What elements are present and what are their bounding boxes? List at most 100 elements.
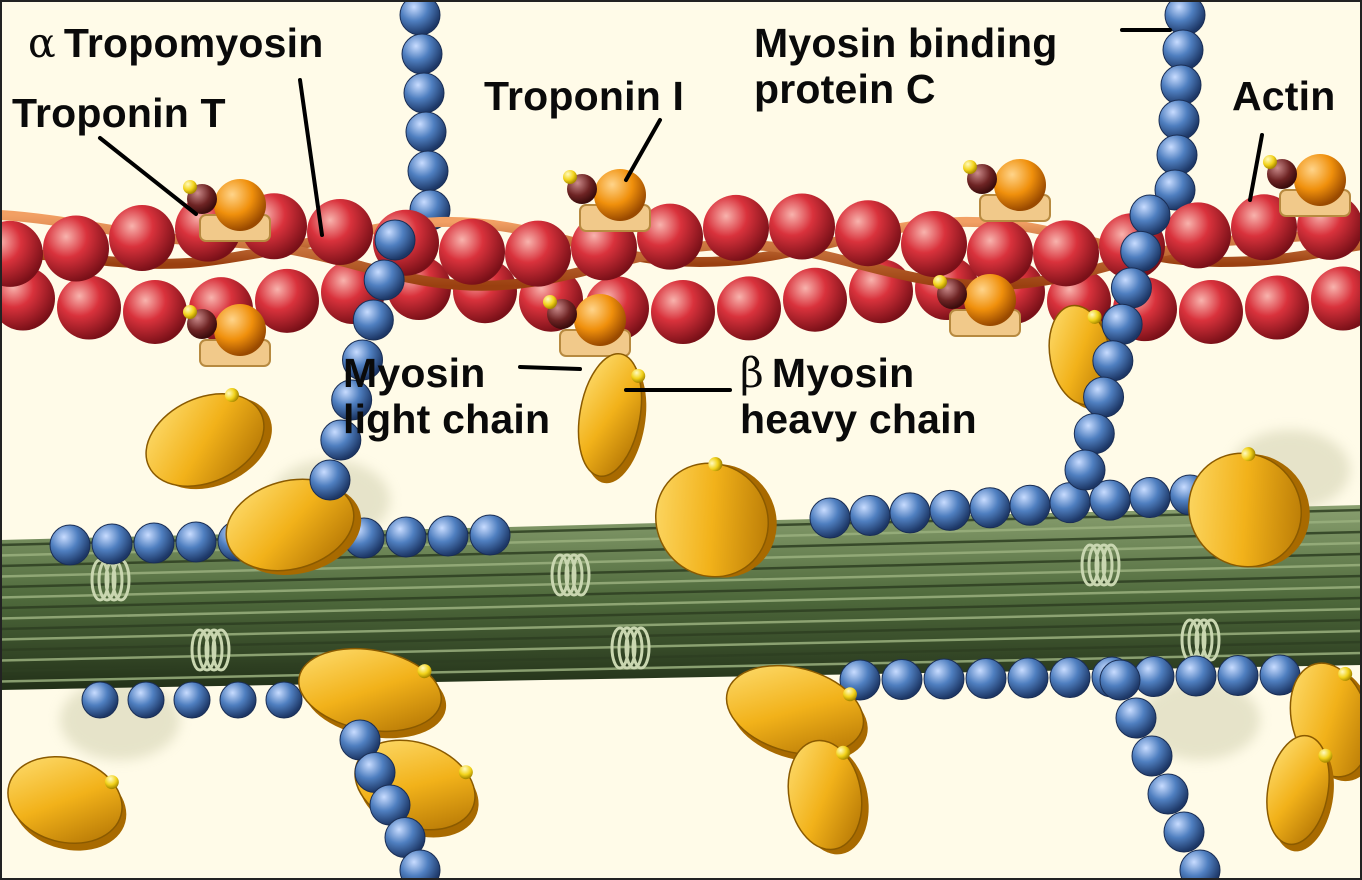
myosin-tail-coil: [557, 553, 577, 597]
mybpc-bead: [1129, 477, 1171, 519]
calcium-dot: [1263, 155, 1277, 169]
mybpc-bead: [399, 849, 441, 880]
mybpc-bead: [1007, 657, 1049, 699]
mybpc-bead: [374, 219, 416, 261]
myosin-head-front: [1266, 734, 1330, 846]
actin-monomer: [1245, 275, 1309, 340]
mybpc-bead: [1154, 169, 1196, 211]
light-chain-dot: [631, 368, 646, 383]
mybpc-bead: [1175, 655, 1217, 697]
light-chain-dot: [842, 687, 857, 702]
mybpc-bead: [331, 379, 373, 421]
myosin-head-front: [654, 462, 770, 578]
myosin-tail-coil: [624, 626, 644, 670]
myosin-head: [787, 739, 869, 855]
mybpc-bead: [401, 33, 443, 75]
thick-filament-strand: [0, 651, 1362, 683]
label-myosin-binding-protein-c: Myosin binding protein C: [754, 20, 1058, 112]
mybpc-vertical-chains-back: [399, 0, 1206, 231]
troponin-i-sphere: [214, 179, 266, 231]
mybpc-bead: [1120, 230, 1162, 272]
myosin-tail-coil: [610, 626, 630, 670]
mybpc-bead: [1162, 29, 1204, 71]
actin-monomer: [835, 200, 901, 267]
thick-filament-strand: [0, 585, 1362, 620]
mybpc-bead: [965, 658, 1007, 699]
actin-monomer: [505, 220, 571, 287]
thick-filament-strand: [0, 563, 1362, 599]
mybpc-bead: [1009, 484, 1051, 526]
myosin-head-front: [725, 664, 865, 756]
mybpc-bead: [1160, 64, 1202, 106]
actin-monomer: [1311, 266, 1362, 331]
troponin-complexes: [183, 154, 1351, 367]
mybpc-bead: [127, 681, 165, 719]
myosin-tail-coil: [197, 628, 217, 672]
mybpc-bead: [133, 522, 175, 564]
myosin-tail-coil: [211, 628, 231, 672]
mybpc-bead: [403, 72, 445, 114]
myosin-tail-coil: [190, 628, 210, 672]
myosin-tail-coil: [1080, 543, 1100, 587]
light-chain-dot: [836, 745, 851, 760]
mybpc-bead: [1064, 449, 1106, 491]
mybpc-bead: [1099, 659, 1141, 701]
mybpc-bead: [407, 150, 449, 192]
mybpc-bead: [969, 487, 1011, 529]
mybpc-bead: [809, 497, 851, 539]
myosin-head: [1187, 447, 1310, 568]
leader-light-chain: [518, 365, 582, 371]
troponin-i-sphere: [214, 304, 266, 356]
mybpc-bead: [49, 524, 91, 566]
label-myosin-light-chain: Myosin light chain: [343, 350, 551, 442]
leader-troponin-t: [98, 136, 198, 216]
myosin-tail-coil: [631, 626, 651, 670]
myosin-tail-coil: [564, 553, 584, 597]
actin-monomer: [109, 204, 175, 271]
myosin-tail-coil: [617, 626, 637, 670]
calcium-dot: [543, 295, 557, 309]
calcium-dot: [963, 160, 977, 174]
actin-monomer: [307, 199, 373, 266]
myosin-head: [654, 457, 777, 578]
thick-filament-strand: [0, 552, 1362, 589]
actin-monomer: [1179, 279, 1243, 344]
actin-monomer: [901, 211, 967, 278]
calcium-dot: [563, 170, 577, 184]
troponin-i-sphere: [594, 169, 646, 221]
mybpc-bead: [469, 514, 511, 556]
actin-monomer: [651, 280, 715, 344]
mybpc-bead: [81, 681, 119, 719]
mybpc-bead: [1131, 735, 1173, 777]
thick-filament-strand: [0, 596, 1362, 631]
actin-monomer: [1033, 220, 1099, 287]
leader-troponin-i: [624, 118, 662, 182]
mybpc-bead: [1092, 340, 1134, 382]
actin-monomer: [439, 218, 505, 285]
thick-filament-strand: [0, 629, 1362, 662]
mybpc-bead: [1110, 267, 1152, 309]
mybpc-bead: [342, 339, 383, 381]
actin-monomer: [57, 275, 121, 340]
light-chain-dot: [458, 765, 473, 780]
mybpc-bead: [1179, 849, 1221, 880]
mybpc-bead: [91, 523, 133, 565]
mybpc-bead: [889, 492, 931, 534]
myosin-tail-coil: [550, 553, 570, 597]
label-troponin-i: Troponin I: [484, 73, 685, 119]
mybpc-bead: [1163, 811, 1205, 853]
light-chain-dot: [1338, 666, 1353, 681]
mybpc-bead: [1147, 773, 1189, 815]
actin-monomer: [255, 268, 319, 333]
mybpc-bead: [849, 494, 891, 536]
myosin-head-front: [225, 478, 355, 572]
mybpc-bead: [427, 515, 469, 557]
mybpc-bead: [265, 681, 303, 719]
myosin-head-front: [7, 755, 123, 845]
mybpc-bead: [923, 658, 965, 700]
myosin-heads: [7, 304, 1362, 855]
